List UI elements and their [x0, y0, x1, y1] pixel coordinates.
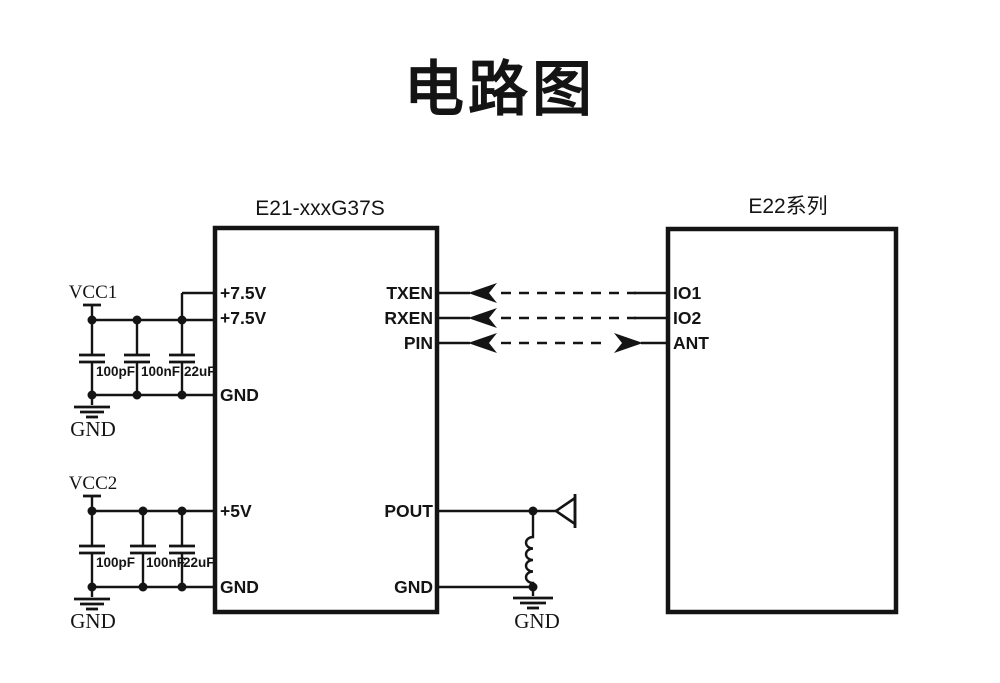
pin-label-gnd-1: GND [220, 385, 259, 405]
e21-module-title: E21-xxxG37S [255, 197, 385, 220]
e22-module-title: E22系列 [748, 195, 827, 218]
pin-label-txen: TXEN [386, 283, 433, 303]
ground-symbol-vcc1: GND [70, 395, 116, 441]
e22-module-outline [665, 226, 899, 615]
junction-dot [87, 315, 97, 325]
pin-label-io1: IO1 [673, 283, 701, 303]
arrowhead-left-icon [468, 333, 497, 353]
e22-pin-labels: IO1 IO2 ANT [673, 283, 709, 353]
page-title: 电路图 [404, 56, 596, 123]
e21-module-outline [212, 225, 440, 615]
ground-label-vcc2: GND [70, 609, 116, 633]
capacitor-100pf-1 [79, 320, 105, 395]
pin-label-gnd-3: GND [394, 577, 433, 597]
pin-label-rxen: RXEN [384, 308, 433, 328]
ground-label-rf: GND [514, 609, 560, 633]
pin-label-7v5-b: +7.5V [220, 308, 267, 328]
junction-dot [132, 315, 142, 325]
cap-value-100nf-2: 100nF [146, 555, 185, 570]
vcc1-label: VCC1 [69, 282, 118, 303]
junction-dot [177, 582, 187, 592]
cap-value-100pf-1: 100pF [96, 364, 135, 379]
pin-label-gnd-2: GND [220, 577, 259, 597]
junction-dot [177, 390, 187, 400]
inductor-coil [524, 511, 535, 587]
junction-dot [138, 582, 148, 592]
rf-output-network: GND [437, 494, 577, 633]
junction-dot [87, 506, 97, 516]
arrowhead-right-icon [614, 333, 643, 353]
control-signal-lines [437, 283, 668, 353]
capacitor-100pf-2 [79, 511, 105, 587]
junction-dot [138, 506, 148, 516]
vcc2-label: VCC2 [69, 473, 118, 494]
capacitor-100nf-2 [130, 511, 156, 587]
vcc2-decoupling-network: VCC2 100pF 100nF 22uF [69, 473, 215, 633]
cap-value-22uf-1: 22uF [184, 364, 216, 379]
pin-label-ant: ANT [673, 333, 709, 353]
capacitor-100nf-1 [124, 320, 150, 395]
cap-value-100pf-2: 100pF [96, 555, 135, 570]
cap-value-22uf-2: 22uF [183, 555, 215, 570]
pin-label-io2: IO2 [673, 308, 701, 328]
e21-right-pin-labels: TXEN RXEN PIN POUT GND [384, 283, 433, 597]
junction-dot [177, 506, 187, 516]
capacitor-22uf-2 [169, 511, 195, 587]
capacitor-22uf-1 [169, 320, 195, 395]
ground-symbol-vcc2: GND [70, 587, 116, 633]
ground-label-vcc1: GND [70, 417, 116, 441]
junction-dot [132, 390, 142, 400]
arrowhead-left-icon [468, 283, 497, 303]
vcc1-decoupling-network: VCC1 100pF 100nF 22uF [69, 282, 216, 441]
pin-label-pout: POUT [384, 501, 433, 521]
e21-left-pin-labels: +7.5V +7.5V GND +5V GND [220, 283, 267, 597]
antenna-triangle [553, 495, 577, 527]
cap-value-100nf-1: 100nF [141, 364, 180, 379]
pin-label-7v5-a: +7.5V [220, 283, 267, 303]
antenna-symbol [553, 494, 577, 528]
pin-label-5v: +5V [220, 501, 252, 521]
junction-dot [177, 315, 187, 325]
arrowhead-left-icon [468, 308, 497, 328]
pin-label-pin: PIN [404, 333, 433, 353]
ground-symbol-rf: GND [513, 587, 560, 633]
